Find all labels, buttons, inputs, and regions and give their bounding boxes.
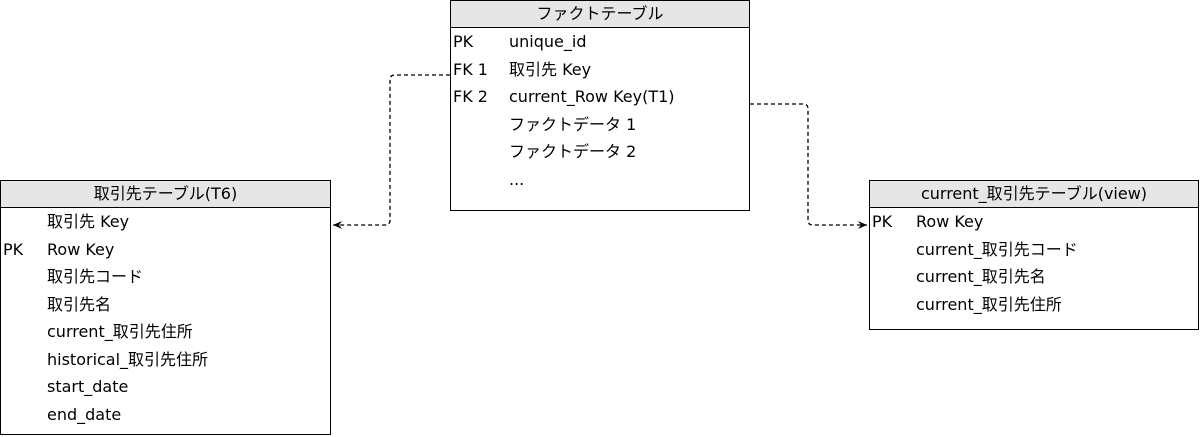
torihiki-row-field: Row Key [47, 239, 115, 259]
torihiki-row-key: 取引先 Key [1, 208, 330, 236]
fact-row-field: ファクトデータ 2 [509, 142, 637, 161]
current-row-address: current_取引先住所 [870, 291, 1198, 319]
fact-row-key: PK [453, 32, 474, 51]
fact-row-fk1: FK 1 取引先 Key [451, 56, 749, 84]
fact-row-field: 取引先 Key [509, 59, 592, 79]
current-row-field: Row Key [916, 212, 984, 231]
fact-row-pk: PK unique_id [451, 28, 749, 56]
current-row-code: current_取引先コード [870, 236, 1198, 264]
fk2-to-current-connector [750, 103, 867, 229]
current-row-key-label: PK [872, 212, 893, 231]
current-row-field: current_取引先住所 [916, 294, 1062, 314]
current-row-name: current_取引先名 [870, 263, 1198, 291]
torihiki-row-pk: PK Row Key [1, 236, 330, 264]
torihiki-row-field: start_date [47, 377, 129, 396]
torihiki-row-field: 取引先コード [47, 267, 144, 286]
fk1-to-torihiki-connector [333, 74, 450, 229]
torihiki-row-current-address: current_取引先住所 [1, 318, 330, 346]
torihiki-row-historical-address: historical_取引先住所 [1, 346, 330, 374]
torihiki-row-field: historical_取引先住所 [47, 349, 209, 369]
current-table-title: current_取引先テーブル(view) [870, 181, 1198, 208]
current-row-field: current_取引先コード [916, 239, 1078, 259]
fact-row-field: ファクトデータ 1 [509, 114, 637, 134]
torihiki-row-field: 取引先名 [47, 294, 112, 314]
fact-row-ellipsis: ... [451, 166, 749, 194]
fact-row-field: current_Row Key(T1) [509, 87, 675, 106]
torihiki-table-title: 取引先テーブル(T6) [1, 181, 330, 208]
fact-table-title: ファクトテーブル [451, 1, 749, 28]
fact-row-fk2: FK 2 current_Row Key(T1) [451, 83, 749, 111]
torihiki-table-entity[interactable]: 取引先テーブル(T6) 取引先 Key PK Row Key 取引先コード 取引… [0, 180, 331, 435]
current-table-entity[interactable]: current_取引先テーブル(view) PK Row Key current… [869, 180, 1199, 330]
torihiki-row-field: 取引先 Key [47, 212, 130, 231]
fact-row-field: ... [509, 169, 525, 189]
torihiki-row-key-label: PK [3, 239, 24, 259]
fact-table-entity[interactable]: ファクトテーブル PK unique_id FK 1 取引先 Key FK 2 … [450, 0, 750, 211]
current-row-field: current_取引先名 [916, 267, 1046, 286]
fact-row-data1: ファクトデータ 1 [451, 111, 749, 139]
torihiki-row-start-date: start_date [1, 373, 330, 401]
torihiki-row-field: end_date [47, 404, 122, 424]
fact-row-key: FK 2 [453, 87, 488, 106]
torihiki-row-code: 取引先コード [1, 263, 330, 291]
torihiki-row-name: 取引先名 [1, 291, 330, 319]
fact-row-key: FK 1 [453, 59, 488, 79]
torihiki-row-end-date: end_date [1, 401, 330, 429]
torihiki-row-field: current_取引先住所 [47, 322, 193, 341]
current-row-pk: PK Row Key [870, 208, 1198, 236]
fact-row-field: unique_id [509, 32, 587, 51]
fact-row-data2: ファクトデータ 2 [451, 138, 749, 166]
